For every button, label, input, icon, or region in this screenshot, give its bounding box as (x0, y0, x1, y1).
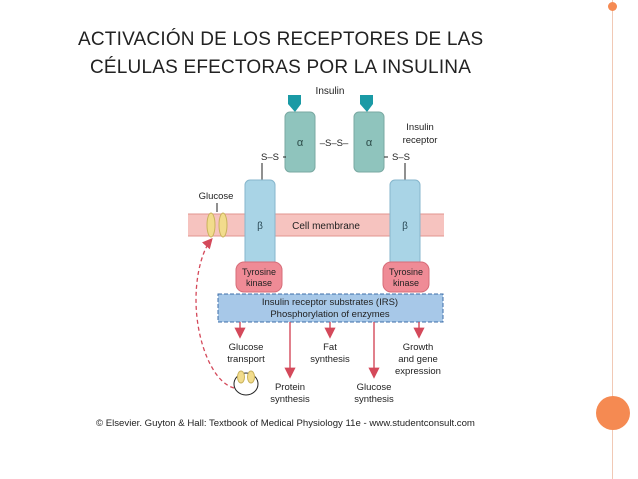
insulin-left-icon (288, 95, 301, 112)
outcome-protein-line-2: synthesis (270, 394, 310, 405)
irs-line-1: Insulin receptor substrates (IRS) (262, 297, 398, 308)
slide-title: ACTIVACIÓN DE LOS RECEPTORES DE LAS CÉLU… (78, 26, 548, 82)
disulfide-right-label: S–S (392, 152, 410, 163)
figure-caption: © Elsevier. Guyton & Hall: Textbook of M… (96, 418, 475, 429)
glucose-transporter-membrane-left (206, 212, 216, 238)
tyrosine-kinase-left-line-2: kinase (246, 278, 272, 288)
arrow-transporter-recycling (195, 238, 235, 389)
alpha-left-label: α (297, 137, 304, 149)
beta-right-label: β (402, 221, 408, 232)
tyrosine-kinase-right-line-1: Tyrosine (389, 267, 423, 277)
insulin-right-icon (360, 95, 373, 112)
outcome-growth-line-3: expression (395, 366, 441, 377)
glucose-transporter-membrane-right (218, 212, 228, 238)
disulfide-center-label: –S–S– (320, 138, 349, 149)
outcome-growth-line-2: and gene (398, 354, 438, 365)
outcome-glucose-synthesis-line-1: Glucose (357, 382, 392, 393)
tyrosine-kinase-right (382, 261, 430, 293)
glucose-label: Glucose (199, 191, 234, 202)
outcome-growth-line-1: Growth (403, 342, 434, 353)
alpha-subunit-left (284, 111, 316, 173)
decorative-dot-bottom (596, 396, 630, 430)
insulin-label: Insulin (316, 86, 345, 97)
decorative-dot-top (608, 2, 617, 11)
transporter-vesicle (233, 372, 259, 396)
membrane-label: Cell membrane (292, 221, 360, 232)
outcome-fat-line-2: synthesis (310, 354, 350, 365)
decorative-divider (612, 0, 613, 479)
alpha-subunit-right (353, 111, 385, 173)
slide-title-line-2: CÉLULAS EFECTORAS POR LA INSULINA (90, 57, 472, 78)
irs-box (217, 293, 444, 323)
outcome-glucose-transport-line-2: transport (227, 354, 265, 365)
tyrosine-kinase-right-line-2: kinase (393, 278, 419, 288)
receptor-label-line-2: receptor (403, 135, 438, 146)
transporter-vesicle-right (247, 370, 255, 384)
outcome-glucose-synthesis-line-2: synthesis (354, 394, 394, 405)
receptor-label-line-1: Insulin (406, 122, 433, 133)
disulfide-left-label: S–S (261, 152, 279, 163)
slide-title-line-1: ACTIVACIÓN DE LOS RECEPTORES DE LAS (78, 29, 484, 50)
tyrosine-kinase-left-line-1: Tyrosine (242, 267, 276, 277)
tyrosine-kinase-left (235, 261, 283, 293)
alpha-right-label: α (366, 137, 373, 149)
outcome-protein-line-1: Protein (275, 382, 305, 393)
transporter-vesicle-left (237, 370, 245, 384)
outcome-glucose-transport-line-1: Glucose (229, 342, 264, 353)
outcome-fat-line-1: Fat (323, 342, 337, 353)
beta-left-label: β (257, 221, 263, 232)
irs-line-2: Phosphorylation of enzymes (270, 309, 390, 320)
